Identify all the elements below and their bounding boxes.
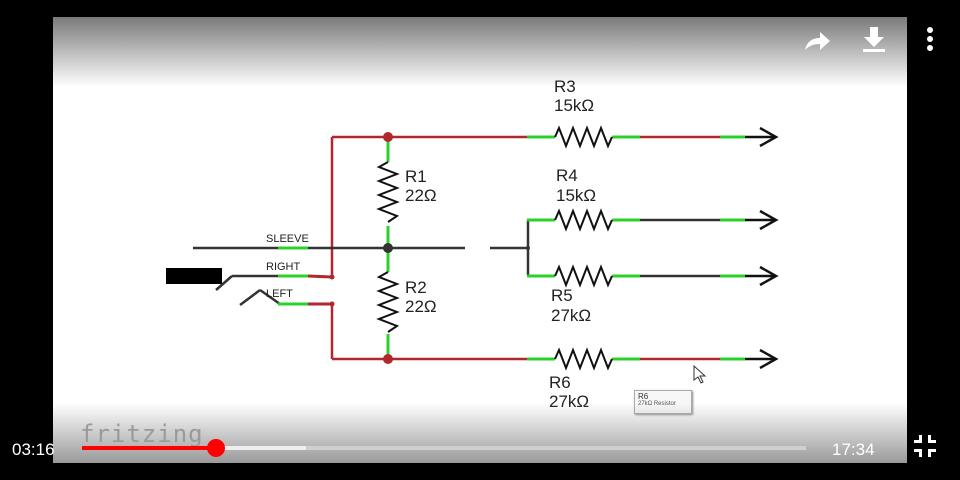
r2-value: 22Ω — [405, 297, 437, 316]
mouse-cursor-icon — [693, 364, 707, 384]
share-icon[interactable] — [800, 24, 834, 58]
video-frame[interactable]: R3 15kΩ R4 15kΩ R5 27kΩ R6 27kΩ R1 22Ω R… — [53, 17, 907, 463]
bottom-gradient — [53, 403, 907, 463]
r4-value: 15kΩ — [556, 186, 596, 205]
current-time: 03:16 — [12, 440, 55, 459]
tooltip-title: R6 — [638, 392, 649, 401]
seek-bar[interactable] — [82, 439, 806, 457]
resistor-r2 — [376, 271, 400, 333]
r1-value: 22Ω — [405, 186, 437, 205]
fritzing-watermark: fritzing — [80, 420, 204, 448]
jack-left-label: LEFT — [266, 288, 293, 300]
r2-name: R2 — [405, 278, 427, 297]
r5-name: R5 — [551, 286, 573, 305]
r6-name: R6 — [549, 373, 571, 392]
r3-name: R3 — [554, 77, 576, 96]
resistor-r4 — [554, 208, 613, 232]
jack-body — [166, 268, 222, 284]
resistor-r3 — [554, 125, 613, 149]
r1-name: R1 — [405, 167, 427, 186]
resistor-r5 — [554, 264, 613, 288]
download-icon[interactable] — [857, 22, 891, 56]
jack-sleeve-label: SLEEVE — [266, 233, 309, 245]
top-gradient — [53, 17, 907, 87]
duration-time: 17:34 — [832, 440, 875, 459]
resistor-r6 — [554, 347, 613, 371]
circuit-schematic: R3 15kΩ R4 15kΩ R5 27kΩ R6 27kΩ R1 22Ω R… — [166, 77, 779, 411]
more-vert-icon[interactable] — [917, 24, 943, 54]
exit-fullscreen-icon[interactable] — [911, 432, 939, 460]
resistor-r1 — [376, 161, 400, 223]
played-bar — [82, 446, 216, 450]
jack-right-label: RIGHT — [266, 261, 301, 273]
seek-knob[interactable] — [206, 439, 225, 457]
r3-value: 15kΩ — [554, 96, 594, 115]
r4-name: R4 — [556, 166, 578, 185]
r5-value: 27kΩ — [551, 306, 591, 325]
